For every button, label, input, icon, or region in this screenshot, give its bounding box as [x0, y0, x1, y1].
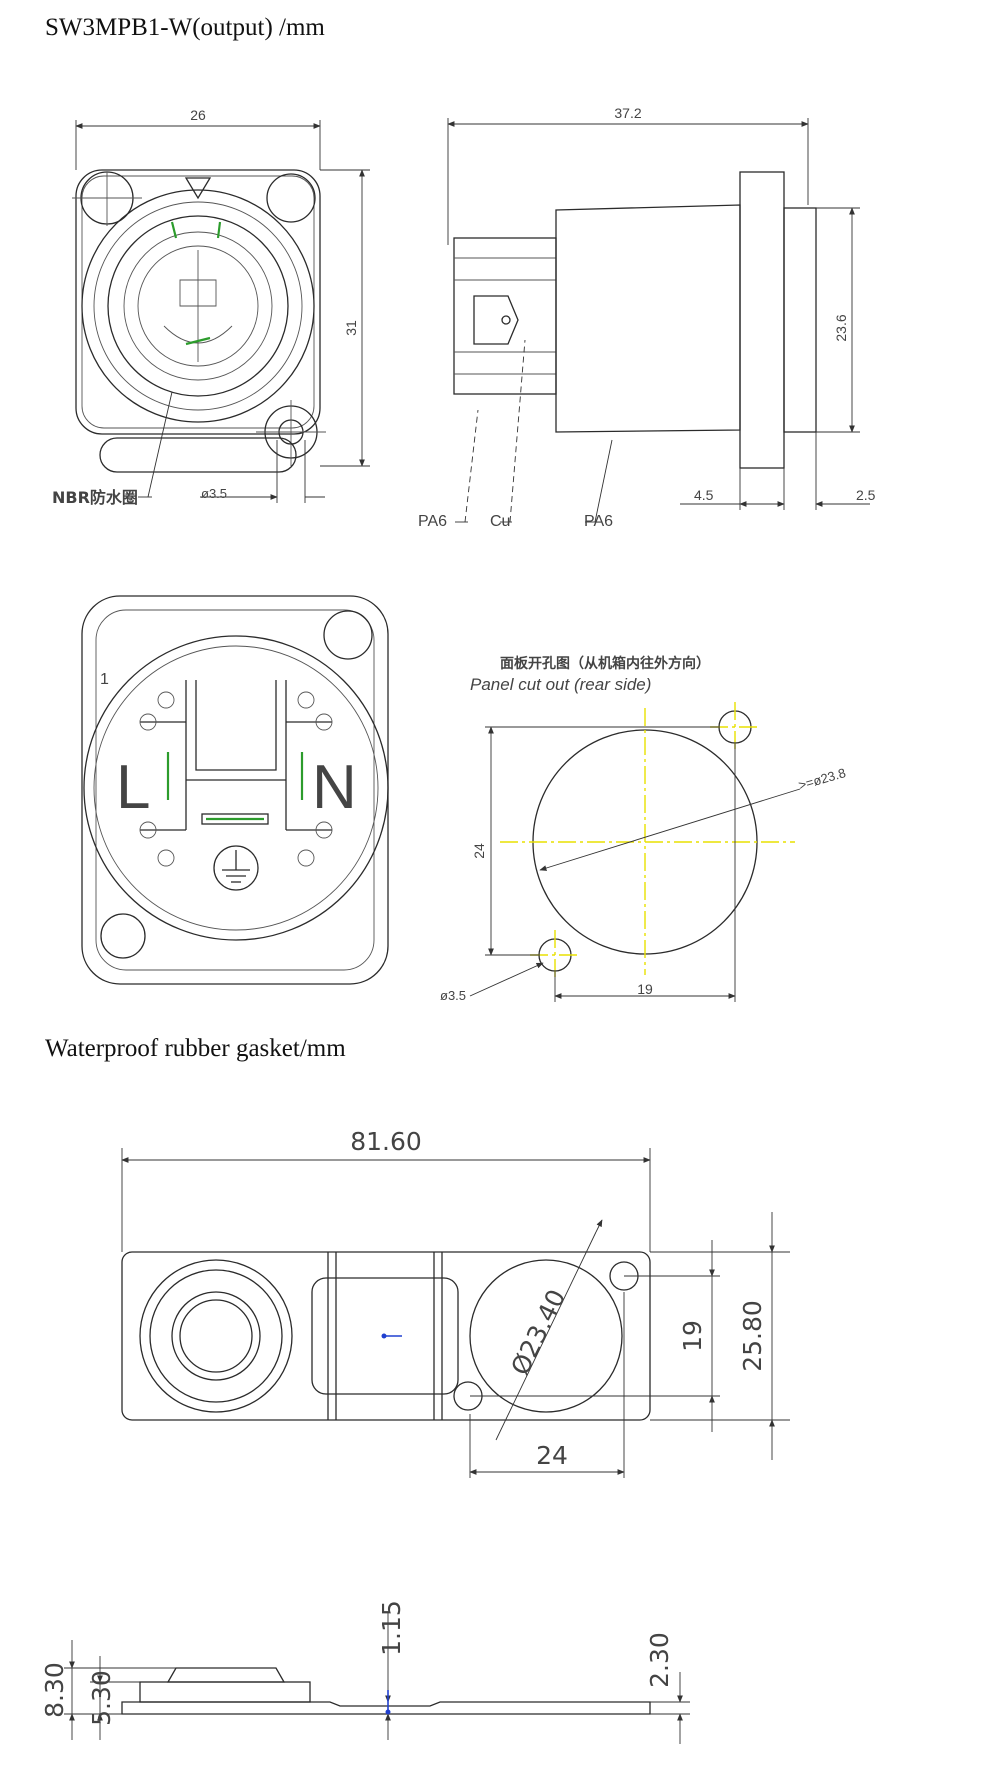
gasket-plate-dim: 2.30: [645, 1632, 674, 1688]
gasket-total-height-dim: 8.30: [40, 1662, 69, 1718]
gasket-mid-height-dim: 5.30: [87, 1670, 116, 1726]
side-dim-a: 4.5: [694, 487, 714, 503]
neutral-pin-label: N: [312, 753, 357, 822]
panel-cutout: 面板开孔图（从机箱内往外方向） Panel cut out (rear side…: [440, 655, 847, 1003]
gasket-diameter-dim: Ø23.40: [505, 1285, 571, 1380]
side-diameter-dim: 23.6: [833, 314, 849, 341]
cutout-width-dim: 19: [637, 981, 653, 997]
gasket-width-dim: 24: [536, 1441, 568, 1470]
side-length-dim: 37.2: [614, 105, 641, 121]
side-dim-b: 2.5: [856, 487, 876, 503]
gasket-heading: Waterproof rubber gasket/mm: [45, 1035, 346, 1062]
gasket-step-dim: 1.15: [377, 1600, 406, 1656]
front-view: 26 31 ø3.5 NBR防水圈: [52, 107, 370, 507]
gasket-inner-dim: 19: [678, 1320, 707, 1352]
mat-label-1: PA6: [418, 513, 447, 530]
gasket-length-dim: 81.60: [350, 1127, 422, 1156]
seal-label: NBR防水圈: [52, 488, 138, 507]
live-pin-label: L: [116, 753, 150, 822]
mat-label-3: PA6: [584, 513, 613, 530]
gasket-outer-dim: 25.80: [738, 1300, 767, 1372]
front-height-dim: 31: [343, 320, 359, 336]
gasket-top-view: 81.60 Ø23.40 24 19 25.80: [121, 1127, 790, 1478]
gasket-side-view: 8.30 5.30 1.15 2.30: [40, 1600, 690, 1744]
front-hole-dim: ø3.5: [201, 486, 227, 501]
product-heading: SW3MPB1-W(output) /mm: [45, 14, 325, 41]
cutout-diameter-dim: >=ø23.8: [797, 765, 848, 793]
cutout-title-en: Panel cut out (rear side): [470, 675, 651, 694]
mat-label-2: Cu: [490, 513, 510, 530]
cutout-hole-dim: ø3.5: [440, 988, 466, 1003]
pin-number-label: 1: [100, 671, 109, 688]
rear-view: L N 1: [81, 595, 389, 985]
cutout-title-cn: 面板开孔图（从机箱内往外方向）: [500, 655, 710, 672]
cutout-height-dim: 24: [471, 843, 487, 859]
side-view: 37.2 23.6 4.5 2.5 PA6 Cu PA6: [418, 105, 876, 530]
front-width-dim: 26: [190, 107, 206, 123]
